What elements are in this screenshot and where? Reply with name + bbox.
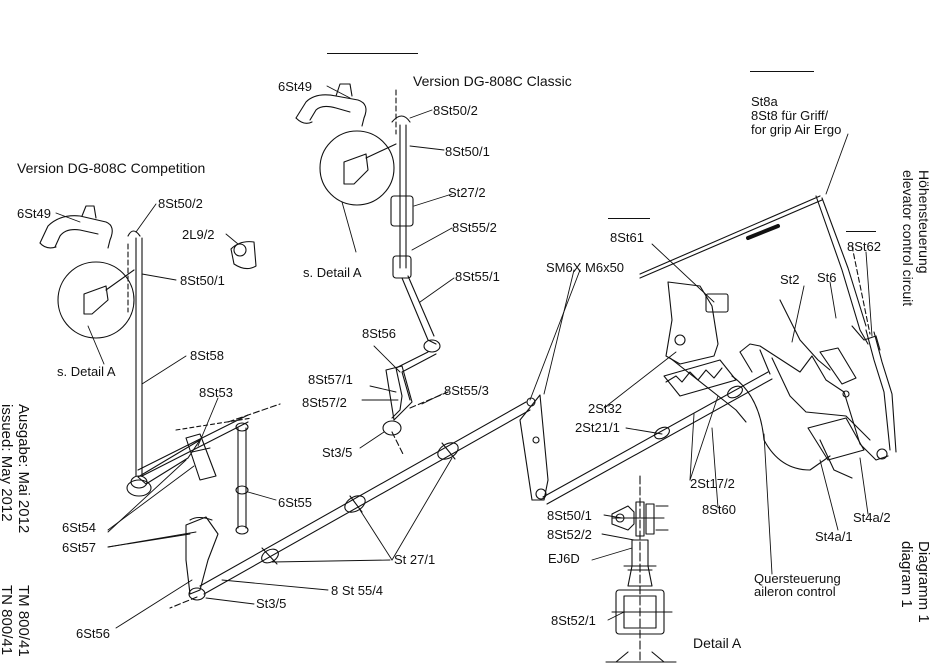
label-8st55-2: 8St55/2 [452, 220, 497, 235]
label-2l9-2: 2L9/2 [182, 227, 215, 242]
title-en: elevator control circuit [900, 170, 916, 307]
label-8st55-3: 8St55/3 [444, 383, 489, 398]
label-6st55: 6St55 [278, 495, 312, 510]
label-2st21-1: 2St21/1 [575, 420, 620, 435]
label-8st50-1-detail: 8St50/1 [547, 508, 592, 523]
label-8st50-2-left: 8St50/2 [158, 196, 203, 211]
detail-a-drawing [605, 475, 677, 663]
tm-number-en: TN 800/41 [0, 585, 15, 656]
8st61-rule [608, 218, 650, 219]
title-elevator-control: elevator control circuit [900, 170, 916, 306]
8st62-rule [846, 231, 876, 232]
diagram-number-de: Diagramm 1 [915, 541, 932, 623]
label-8st50-2-top: 8St50/2 [433, 103, 478, 118]
label-8st60: 8St60 [702, 502, 736, 517]
tm-number-de: TM 800/41 [15, 585, 32, 657]
label-6st49-top: 6St49 [278, 79, 312, 94]
label-8st62: 8St62 [847, 239, 881, 254]
label-ej6d: EJ6D [548, 551, 580, 566]
label-st4a-2: St4a/2 [853, 510, 891, 525]
label-8st52-1: 8St52/1 [551, 613, 596, 628]
label-st3-5-bottom: St3/5 [256, 596, 287, 611]
label-s-detail-a-1: s. Detail A [303, 265, 362, 280]
label-8st55-4: 8 St 55/4 [331, 583, 384, 598]
rear-pushrod [542, 371, 773, 505]
label-st27-2: St27/2 [448, 185, 486, 200]
classic-stick [295, 83, 449, 457]
label-aileron-control: aileron control [754, 584, 836, 599]
label-6st49-left: 6St49 [17, 206, 51, 221]
bellcrank-plate [519, 394, 549, 501]
classic-heading-rule [327, 53, 418, 54]
label-st8a: St8a [751, 94, 778, 109]
label-8st58: 8St58 [190, 348, 224, 363]
leader-lines [55, 85, 873, 629]
label-2st32: 2St32 [588, 401, 622, 416]
label-for-grip-air-ergo: for grip Air Ergo [751, 122, 842, 137]
label-st2: St2 [780, 272, 800, 287]
label-st6: St6 [817, 270, 837, 285]
issued-de: Ausgabe: Mai 2012 [15, 404, 32, 534]
label-8st50-1-left: 8St50/1 [180, 273, 225, 288]
heading-detail-a: Detail A [693, 635, 742, 651]
label-st27-1: St 27/1 [394, 552, 436, 567]
label-st4a-1: St4a/1 [815, 529, 853, 544]
label-sm6x-m6x50: SM6X M6x50 [546, 260, 625, 275]
issued-en: issued: May 2012 [0, 404, 15, 522]
heading-competition: Version DG-808C Competition [17, 160, 206, 176]
title-de: Höhensteuerung [916, 170, 932, 274]
label-s-detail-a-2: s. Detail A [57, 364, 116, 379]
label-8st55-1: 8St55/1 [455, 269, 500, 284]
label-6st54: 6St54 [62, 520, 96, 535]
label-8st50-1-top: 8St50/1 [445, 144, 490, 159]
front-lower-mount [169, 516, 219, 609]
diagram-number-en: diagram 1 [898, 541, 915, 608]
label-2st17-2: 2St17/2 [690, 476, 735, 491]
st8a-rule [750, 71, 814, 72]
label-8st52-2: 8St52/2 [547, 527, 592, 542]
heading-classic: Version DG-808C Classic [413, 73, 572, 89]
label-8st53: 8St53 [199, 385, 233, 400]
label-8st57-2: 8St57/2 [302, 395, 347, 410]
label-quersteuerung: Quersteuerung [754, 571, 841, 586]
label-6st56: 6St56 [76, 626, 110, 641]
label-8st57-1: 8St57/1 [308, 372, 353, 387]
main-pushrod [199, 401, 531, 595]
title-hoehensteuerung: Höhensteuerung [916, 170, 932, 274]
label-6st57: 6St57 [62, 540, 96, 555]
competition-bracket [137, 403, 281, 535]
label-8st56: 8St56 [362, 326, 396, 341]
label-8st61: 8St61 [610, 230, 644, 245]
label-8st8-fuer-griff: 8St8 für Griff/ [751, 108, 829, 123]
competition-stick [39, 205, 257, 497]
label-st3-5-top: St3/5 [322, 445, 353, 460]
